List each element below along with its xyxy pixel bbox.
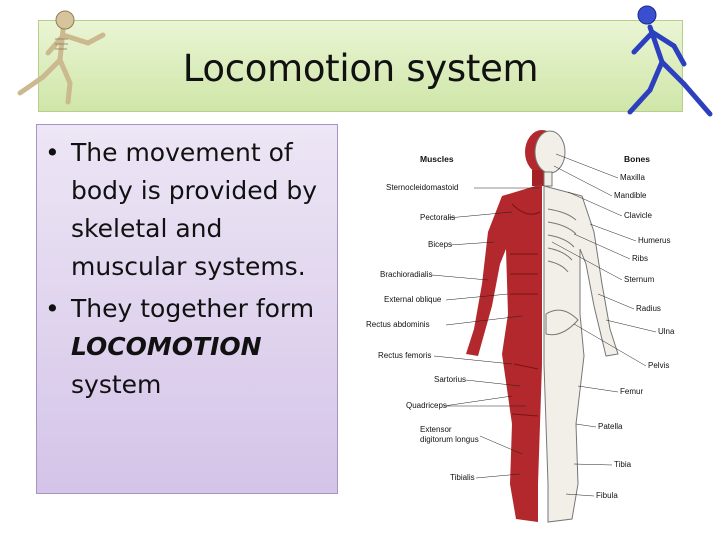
bone-label: Maxilla	[620, 173, 645, 182]
muscles-header: Muscles	[420, 154, 454, 164]
muscle-labels: Sternocleidomastoid Pectoralis Biceps Br…	[366, 183, 540, 482]
muscle-label: Tibialis	[450, 473, 475, 482]
muscle-label: Rectus femoris	[378, 351, 431, 360]
bone-label: Sternum	[624, 275, 655, 284]
bullet-item: • They together form LOCOMOTION system	[45, 290, 331, 404]
bullet-text: They together form	[71, 294, 315, 323]
bone-label: Ribs	[632, 254, 648, 263]
bone-label: Humerus	[638, 236, 670, 245]
muscle-label: Quadriceps	[406, 401, 447, 410]
bone-label: Tibia	[614, 460, 632, 469]
muscle-label: Sartorius	[434, 375, 466, 384]
bone-label: Patella	[598, 422, 623, 431]
bone-label: Fibula	[596, 491, 618, 500]
muscle-label: Biceps	[428, 240, 452, 249]
bones-header: Bones	[624, 154, 650, 164]
bone-label: Mandible	[614, 191, 647, 200]
blue-walking-skeleton-icon	[627, 5, 713, 117]
muscle-label: Pectoralis	[420, 213, 455, 222]
bone-label: Pelvis	[648, 361, 669, 370]
muscle-label: digitorum longus	[420, 435, 479, 444]
muscle-label: Extensor	[420, 425, 452, 434]
title-banner: Locomotion system	[38, 20, 683, 112]
bone-label: Ulna	[658, 327, 675, 336]
muscle-label: External oblique	[384, 295, 442, 304]
bone-label: Radius	[636, 304, 661, 313]
bone-labels: Maxilla Mandible Clavicle Humerus Ribs S…	[551, 153, 675, 500]
muscle-label: Sternocleidomastoid	[386, 183, 458, 192]
bullet-dot-icon: •	[45, 138, 60, 167]
bone-label: Clavicle	[624, 211, 653, 220]
walking-skeleton-icon	[17, 10, 106, 105]
anatomy-diagram: Muscles Bones Sternocleidomastoid Pector…	[366, 130, 675, 523]
bullet-text: The movement of body is provided by skel…	[71, 138, 318, 281]
bone-label: Femur	[620, 387, 643, 396]
slide-title: Locomotion system	[182, 47, 539, 90]
bullet-panel: • The movement of body is provided by ske…	[36, 124, 338, 494]
bullet-list: • The movement of body is provided by ske…	[45, 134, 331, 408]
bullet-dot-icon: •	[45, 294, 60, 323]
bullet-text-end: system	[71, 370, 162, 399]
bullet-item: • The movement of body is provided by ske…	[45, 134, 331, 286]
bullet-emphasis: LOCOMOTION	[71, 332, 262, 361]
muscle-label: Brachioradialis	[380, 270, 432, 279]
skeleton-half	[534, 130, 619, 523]
muscle-label: Rectus abdominis	[366, 320, 430, 329]
